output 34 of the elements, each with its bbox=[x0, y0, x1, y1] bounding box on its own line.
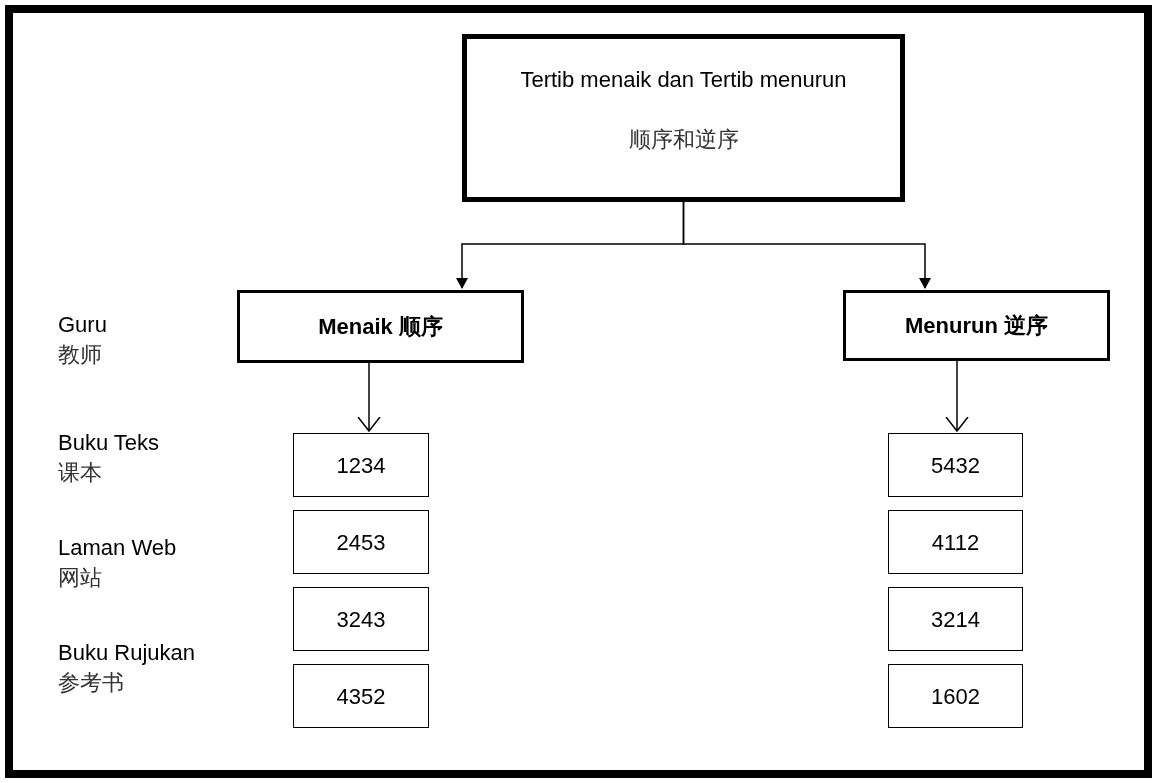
number-text: 4352 bbox=[336, 682, 386, 711]
box-text: Menurun 逆序 bbox=[905, 312, 1048, 340]
number-box bbox=[293, 510, 429, 574]
category-box bbox=[237, 290, 524, 363]
number-box bbox=[888, 587, 1023, 651]
box-text: Tertib menaik dan Tertib menurun bbox=[520, 66, 847, 94]
title-box bbox=[462, 34, 905, 202]
source-label-chinese: 参考书 bbox=[58, 670, 124, 696]
box-text: 顺序和逆序 bbox=[628, 126, 739, 154]
number-text: 1602 bbox=[931, 682, 980, 711]
source-label-chinese: 课本 bbox=[58, 460, 102, 486]
number-box bbox=[888, 664, 1023, 728]
arrow bbox=[945, 360, 969, 432]
number-text: 3214 bbox=[931, 605, 980, 634]
number-text: 1234 bbox=[336, 451, 386, 480]
number-box bbox=[293, 433, 429, 497]
number-box bbox=[293, 587, 429, 651]
number-box bbox=[888, 433, 1023, 497]
box-text: Menaik 顺序 bbox=[318, 313, 443, 341]
number-text: 2453 bbox=[336, 528, 386, 557]
number-box bbox=[293, 664, 429, 728]
number-box bbox=[888, 510, 1023, 574]
source-label: Buku Rujukan bbox=[58, 640, 195, 666]
number-text: 4112 bbox=[931, 528, 980, 557]
source-label-chinese: 教师 bbox=[58, 342, 102, 368]
number-text: 5432 bbox=[931, 451, 980, 480]
source-label: Laman Web bbox=[58, 535, 177, 561]
arrow bbox=[357, 362, 381, 432]
category-box bbox=[843, 290, 1110, 361]
number-text: 3243 bbox=[336, 605, 386, 634]
arrow bbox=[682, 201, 931, 289]
source-label: Buku Teks bbox=[58, 430, 160, 456]
source-label: Guru bbox=[58, 312, 107, 338]
source-label-chinese: 网站 bbox=[58, 565, 102, 591]
